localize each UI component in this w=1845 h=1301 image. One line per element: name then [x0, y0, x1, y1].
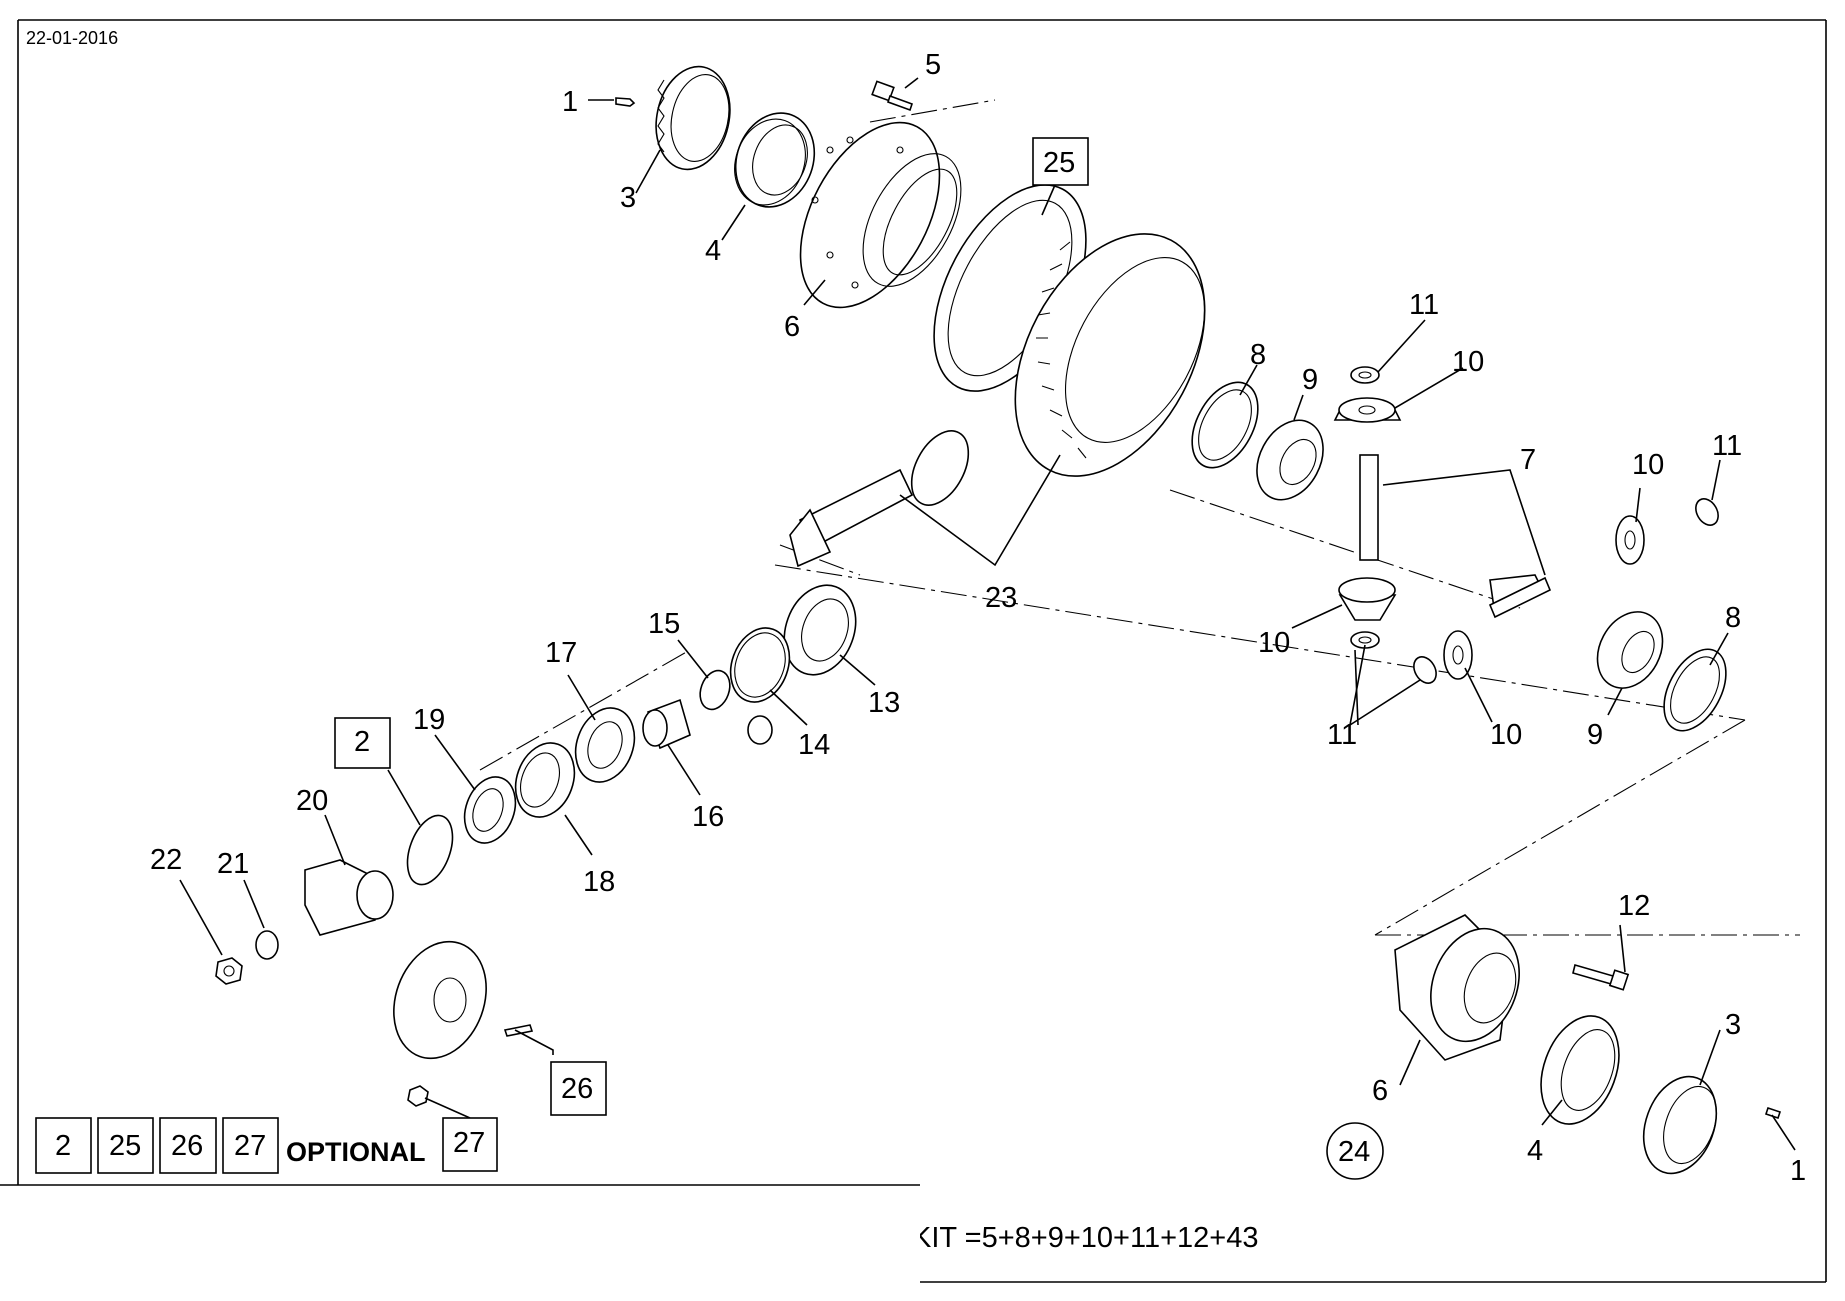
- callout-22: 22: [150, 844, 182, 876]
- part-14-shim-ring: [729, 627, 791, 745]
- part-17-bearing: [574, 707, 636, 783]
- legend-box-27: 27: [234, 1130, 266, 1162]
- callout-26-boxed: 26: [561, 1073, 593, 1105]
- callout-13: 13: [868, 687, 900, 719]
- part-5-bolt: [871, 80, 914, 112]
- drawing-border: [0, 19, 1827, 1283]
- callout-17: 17: [545, 637, 577, 669]
- part-10-pinion-gear-c: [1615, 515, 1645, 565]
- leader-lines: [179, 77, 1796, 1151]
- part-19-dust-shield: [463, 776, 517, 844]
- callout-11: 11: [1409, 289, 1439, 321]
- part-15-ring: [699, 669, 731, 711]
- part-23-ring-gear: [1014, 233, 1206, 477]
- part-13-bearing: [783, 584, 857, 676]
- part-24-differential-case-bottom: [1394, 914, 1520, 1061]
- callout-3: 3: [620, 182, 636, 214]
- center-lines: [479, 99, 1800, 936]
- part-11-washer-b: [1350, 631, 1380, 649]
- callout-10: 10: [1632, 449, 1664, 481]
- legend-box-25: 25: [109, 1130, 141, 1162]
- part-12-bolt: [1572, 964, 1630, 991]
- callout-1: 1: [1790, 1155, 1806, 1187]
- part-10-pinion-gear-b: [1338, 577, 1397, 621]
- callout-9: 9: [1587, 719, 1603, 751]
- part-10-pinion-gear-d: [1443, 630, 1473, 680]
- part-10-pinion-gear-a: [1333, 397, 1402, 423]
- callout-18: 18: [583, 866, 615, 898]
- callout-5: 5: [925, 49, 941, 81]
- part-7-cross-shaft: [1359, 454, 1552, 619]
- callout-16: 16: [692, 801, 724, 833]
- callout-8: 8: [1250, 339, 1266, 371]
- callout-labels: 1 3 4 5 6 8 9 11 10 7 23 10 11 10 8 11 1…: [150, 49, 1806, 1187]
- callout-20: 20: [296, 785, 328, 817]
- part-18-seal: [514, 742, 576, 818]
- part-3-adjusting-ring-bottom: [1642, 1075, 1718, 1175]
- part-4-bearing-bottom: [1540, 1015, 1620, 1125]
- callout-7: 7: [1520, 444, 1536, 476]
- part-2-snap-ring: [406, 814, 454, 886]
- part-3-adjusting-ring-top: [655, 65, 731, 171]
- callout-27-boxed: 27: [453, 1127, 485, 1159]
- callout-1: 1: [562, 86, 578, 118]
- callout-10: 10: [1258, 627, 1290, 659]
- callout-4: 4: [1527, 1135, 1543, 1167]
- callout-23: 23: [985, 582, 1017, 614]
- part-16-spacer: [642, 698, 691, 750]
- optional-legend: 2 25 26 27 OPTIONAL: [35, 1117, 426, 1174]
- part-26-bolt: [503, 1024, 534, 1037]
- callout-14: 14: [798, 729, 830, 761]
- callout-12: 12: [1618, 890, 1650, 922]
- callout-10: 10: [1452, 346, 1484, 378]
- part-11-washer-d: [1413, 656, 1437, 684]
- callout-24-circled: 24: [1338, 1136, 1370, 1168]
- callout-25-boxed: 25: [1043, 147, 1075, 179]
- legend-box-26: 26: [171, 1130, 203, 1162]
- part-21-o-ring: [255, 930, 279, 960]
- callout-19: 19: [413, 704, 445, 736]
- callout-11: 11: [1712, 430, 1742, 462]
- part-23-drive-pinion: [789, 430, 970, 568]
- part-8-thrust-washer-bottom: [1663, 648, 1727, 732]
- part-6-differential-case-top: [799, 121, 962, 309]
- callout-10: 10: [1490, 719, 1522, 751]
- flange-optional: [393, 940, 487, 1060]
- optional-label: OPTIONAL: [286, 1137, 426, 1167]
- date-stamp: 22-01-2016: [26, 28, 118, 48]
- callout-11: 11: [1327, 719, 1357, 751]
- part-11-washer-c: [1695, 498, 1719, 526]
- callout-21: 21: [217, 848, 249, 880]
- callout-3: 3: [1725, 1009, 1741, 1041]
- legend-box-2: 2: [55, 1130, 71, 1162]
- callout-2-boxed: 2: [354, 726, 370, 758]
- part-9-side-gear-top: [1256, 419, 1324, 501]
- part-11-washer-a: [1350, 366, 1380, 384]
- part-22-nut: [215, 957, 243, 985]
- callout-8: 8: [1725, 602, 1741, 634]
- part-9-side-gear-bottom: [1596, 611, 1664, 689]
- callout-6: 6: [784, 311, 800, 343]
- callout-4: 4: [705, 235, 721, 267]
- kit-contents: KIT =5+8+9+10+11+12+43: [912, 1222, 1258, 1254]
- callout-15: 15: [648, 608, 680, 640]
- part-1-screw-bottom: [1764, 1106, 1782, 1120]
- callout-6: 6: [1372, 1075, 1388, 1107]
- part-1-screw-top: [615, 97, 636, 107]
- callout-9: 9: [1302, 364, 1318, 396]
- part-20-yoke: [304, 859, 394, 936]
- part-4-bearing-top: [734, 112, 816, 208]
- boxed-callouts: 25 2 26 27 24: [334, 137, 1384, 1180]
- part-27-nut: [407, 1085, 429, 1107]
